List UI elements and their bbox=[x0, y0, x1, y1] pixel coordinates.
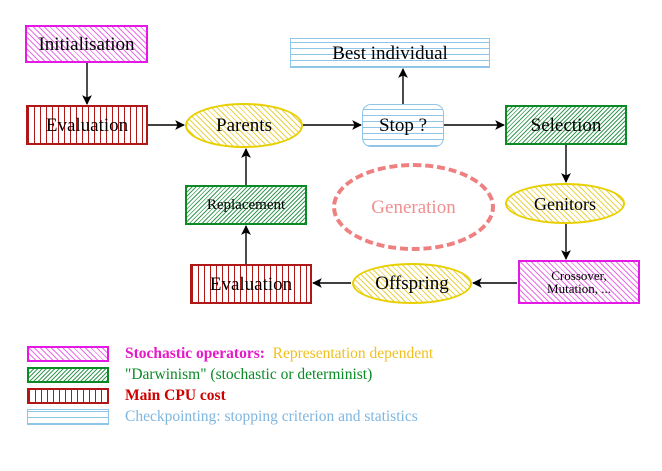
node-evaluation_top[interactable]: Evaluation bbox=[26, 105, 148, 145]
legend: Stochastic operators: Representation dep… bbox=[0, 340, 662, 471]
legend-label-checkpoint: Checkpointing: stopping criterion and st… bbox=[125, 407, 418, 426]
node-label-selection: Selection bbox=[530, 114, 602, 136]
node-selection[interactable]: Selection bbox=[505, 105, 627, 145]
node-label-genitors: Genitors bbox=[534, 193, 596, 214]
node-label-initialisation: Initialisation bbox=[38, 33, 135, 55]
node-evaluation_bot[interactable]: Evaluation bbox=[190, 264, 312, 304]
legend-row-darwinism: "Darwinism" (stochastic or determinist) bbox=[27, 365, 587, 388]
node-generation: Generation bbox=[332, 163, 495, 251]
node-label-parents: Parents bbox=[216, 115, 272, 136]
node-operators[interactable]: Crossover, Mutation, ... bbox=[518, 260, 640, 304]
legend-swatch-checkpoint bbox=[27, 409, 109, 425]
legend-row-stochastic: Stochastic operators: Representation dep… bbox=[27, 344, 587, 367]
legend-text-segment: Checkpointing: stopping criterion and st… bbox=[125, 408, 418, 425]
legend-text-segment: Main CPU cost bbox=[125, 387, 226, 404]
legend-text-segment: Representation dependent bbox=[264, 345, 434, 362]
node-best_individual[interactable]: Best individual bbox=[290, 38, 490, 68]
legend-row-checkpoint: Checkpointing: stopping criterion and st… bbox=[27, 407, 587, 430]
node-replacement[interactable]: Replacement bbox=[185, 185, 307, 225]
node-label-operators: Crossover, Mutation, ... bbox=[547, 268, 611, 296]
legend-row-cpu: Main CPU cost bbox=[27, 386, 587, 409]
node-label-stop: Stop ? bbox=[378, 115, 428, 136]
legend-label-cpu: Main CPU cost bbox=[125, 386, 226, 405]
node-genitors[interactable]: Genitors bbox=[505, 183, 625, 224]
legend-label-darwinism: "Darwinism" (stochastic or determinist) bbox=[125, 365, 372, 384]
legend-text-segment: "Darwinism" (stochastic or determinist) bbox=[125, 366, 373, 383]
node-label-evaluation_bot: Evaluation bbox=[209, 273, 293, 295]
node-label-replacement: Replacement bbox=[206, 196, 286, 213]
node-label-best_individual: Best individual bbox=[332, 42, 448, 64]
legend-text-segment: Stochastic operators: bbox=[125, 345, 265, 362]
node-stop[interactable]: Stop ? bbox=[362, 104, 444, 147]
node-label-generation: Generation bbox=[371, 196, 456, 218]
node-label-offspring: Offspring bbox=[375, 273, 449, 294]
node-label-evaluation_top: Evaluation bbox=[45, 114, 129, 136]
node-offspring[interactable]: Offspring bbox=[352, 263, 472, 304]
legend-label-stochastic: Stochastic operators: Representation dep… bbox=[125, 344, 433, 363]
legend-swatch-stochastic bbox=[27, 346, 109, 362]
legend-swatch-cpu bbox=[27, 388, 109, 404]
node-parents[interactable]: Parents bbox=[185, 103, 303, 148]
node-initialisation[interactable]: Initialisation bbox=[25, 25, 148, 63]
legend-swatch-darwinism bbox=[27, 367, 109, 383]
